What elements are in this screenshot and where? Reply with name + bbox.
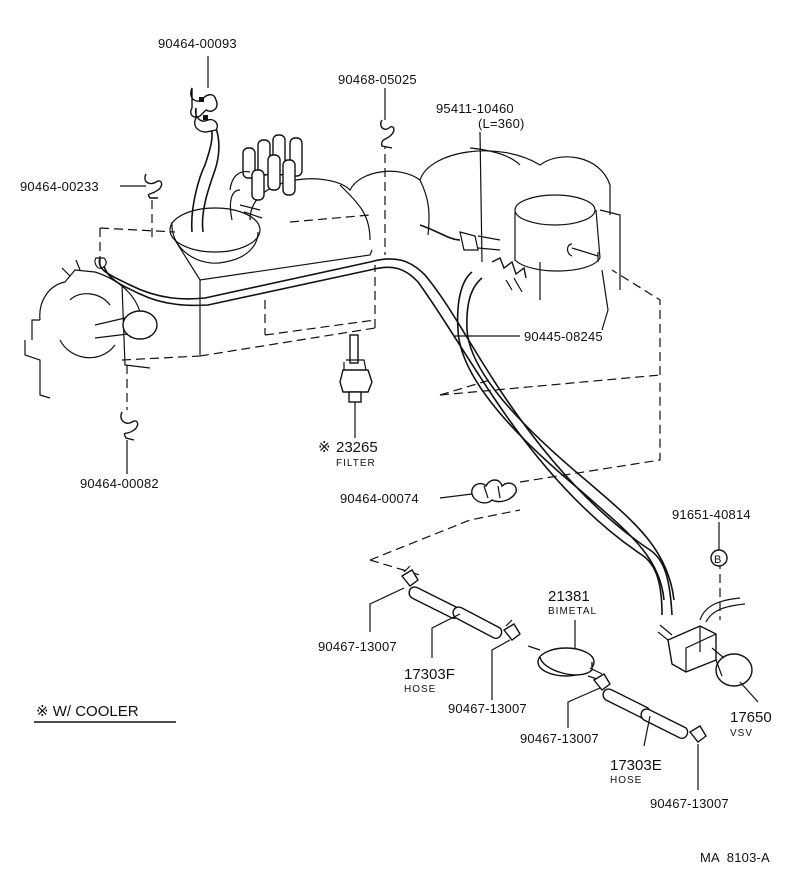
hose-clip-end [688, 725, 707, 743]
part-number-21381: 21381 [548, 588, 590, 605]
engine-assembly [24, 124, 621, 399]
part-number-90464-00074: 90464-00074 [340, 491, 419, 506]
part-name-bimetal: BIMETAL [548, 606, 597, 617]
part-number-90464-00082: 90464-00082 [80, 476, 159, 491]
distributor-towers [229, 134, 303, 221]
clip-90464-00233 [144, 173, 163, 199]
clip-90464-00074 [471, 479, 517, 504]
part-number-90464-00093: 90464-00093 [158, 36, 237, 51]
part-number-17303F: 17303F [404, 666, 455, 683]
part-number-90468-05025: 90468-05025 [338, 72, 417, 87]
clip-90464-00082 [120, 411, 139, 441]
part-number-95411-10460: 95411-10460 [436, 101, 514, 116]
part-name-hose-e: HOSE [610, 775, 642, 786]
part-number-90467-13007-a: 90467-13007 [318, 639, 397, 654]
filter-23265 [339, 334, 373, 403]
figure-code: MA 8103-A [700, 850, 770, 865]
part-number-91651-40814: 91651-40814 [672, 507, 751, 522]
part-number-90467-13007-d: 90467-13007 [650, 796, 729, 811]
vsv-17650 [657, 597, 753, 687]
part-number-23265: 23265 [336, 439, 378, 456]
part-number-17650: 17650 [730, 709, 772, 726]
part-name-vsv: VSV [730, 728, 753, 739]
part-number-90467-13007-b: 90467-13007 [448, 701, 527, 716]
hose-clip-mid [502, 619, 521, 641]
part-number-90467-13007-c: 90467-13007 [520, 731, 599, 746]
hose-clip-right [592, 673, 611, 691]
part-name-filter: FILTER [336, 458, 376, 469]
hose-clip-left [400, 565, 419, 587]
part-mark-23265: ※ [318, 439, 331, 456]
part-number-17303E: 17303E [610, 757, 662, 774]
hose-17303E [602, 688, 689, 740]
vacuum-lines [98, 120, 721, 620]
circle-b-letter: B [714, 554, 722, 566]
part-name-hose-f: HOSE [404, 684, 436, 695]
part-number-90464-00233: 90464-00233 [20, 179, 99, 194]
labels: 90464-00093 90468-05025 95411-10460 (L=3… [20, 36, 772, 865]
part-number-90445-08245: 90445-08245 [524, 329, 603, 344]
clip-near-sensor [491, 257, 527, 293]
clip-90464-00093 [190, 87, 218, 133]
cooler-note: ※ W/ COOLER [36, 703, 139, 720]
clip-90468-05025 [380, 119, 395, 149]
leader-lines [120, 56, 759, 790]
hose-17303F [408, 586, 503, 640]
part-length-note: (L=360) [478, 116, 525, 131]
bimetal-21381 [527, 645, 603, 681]
